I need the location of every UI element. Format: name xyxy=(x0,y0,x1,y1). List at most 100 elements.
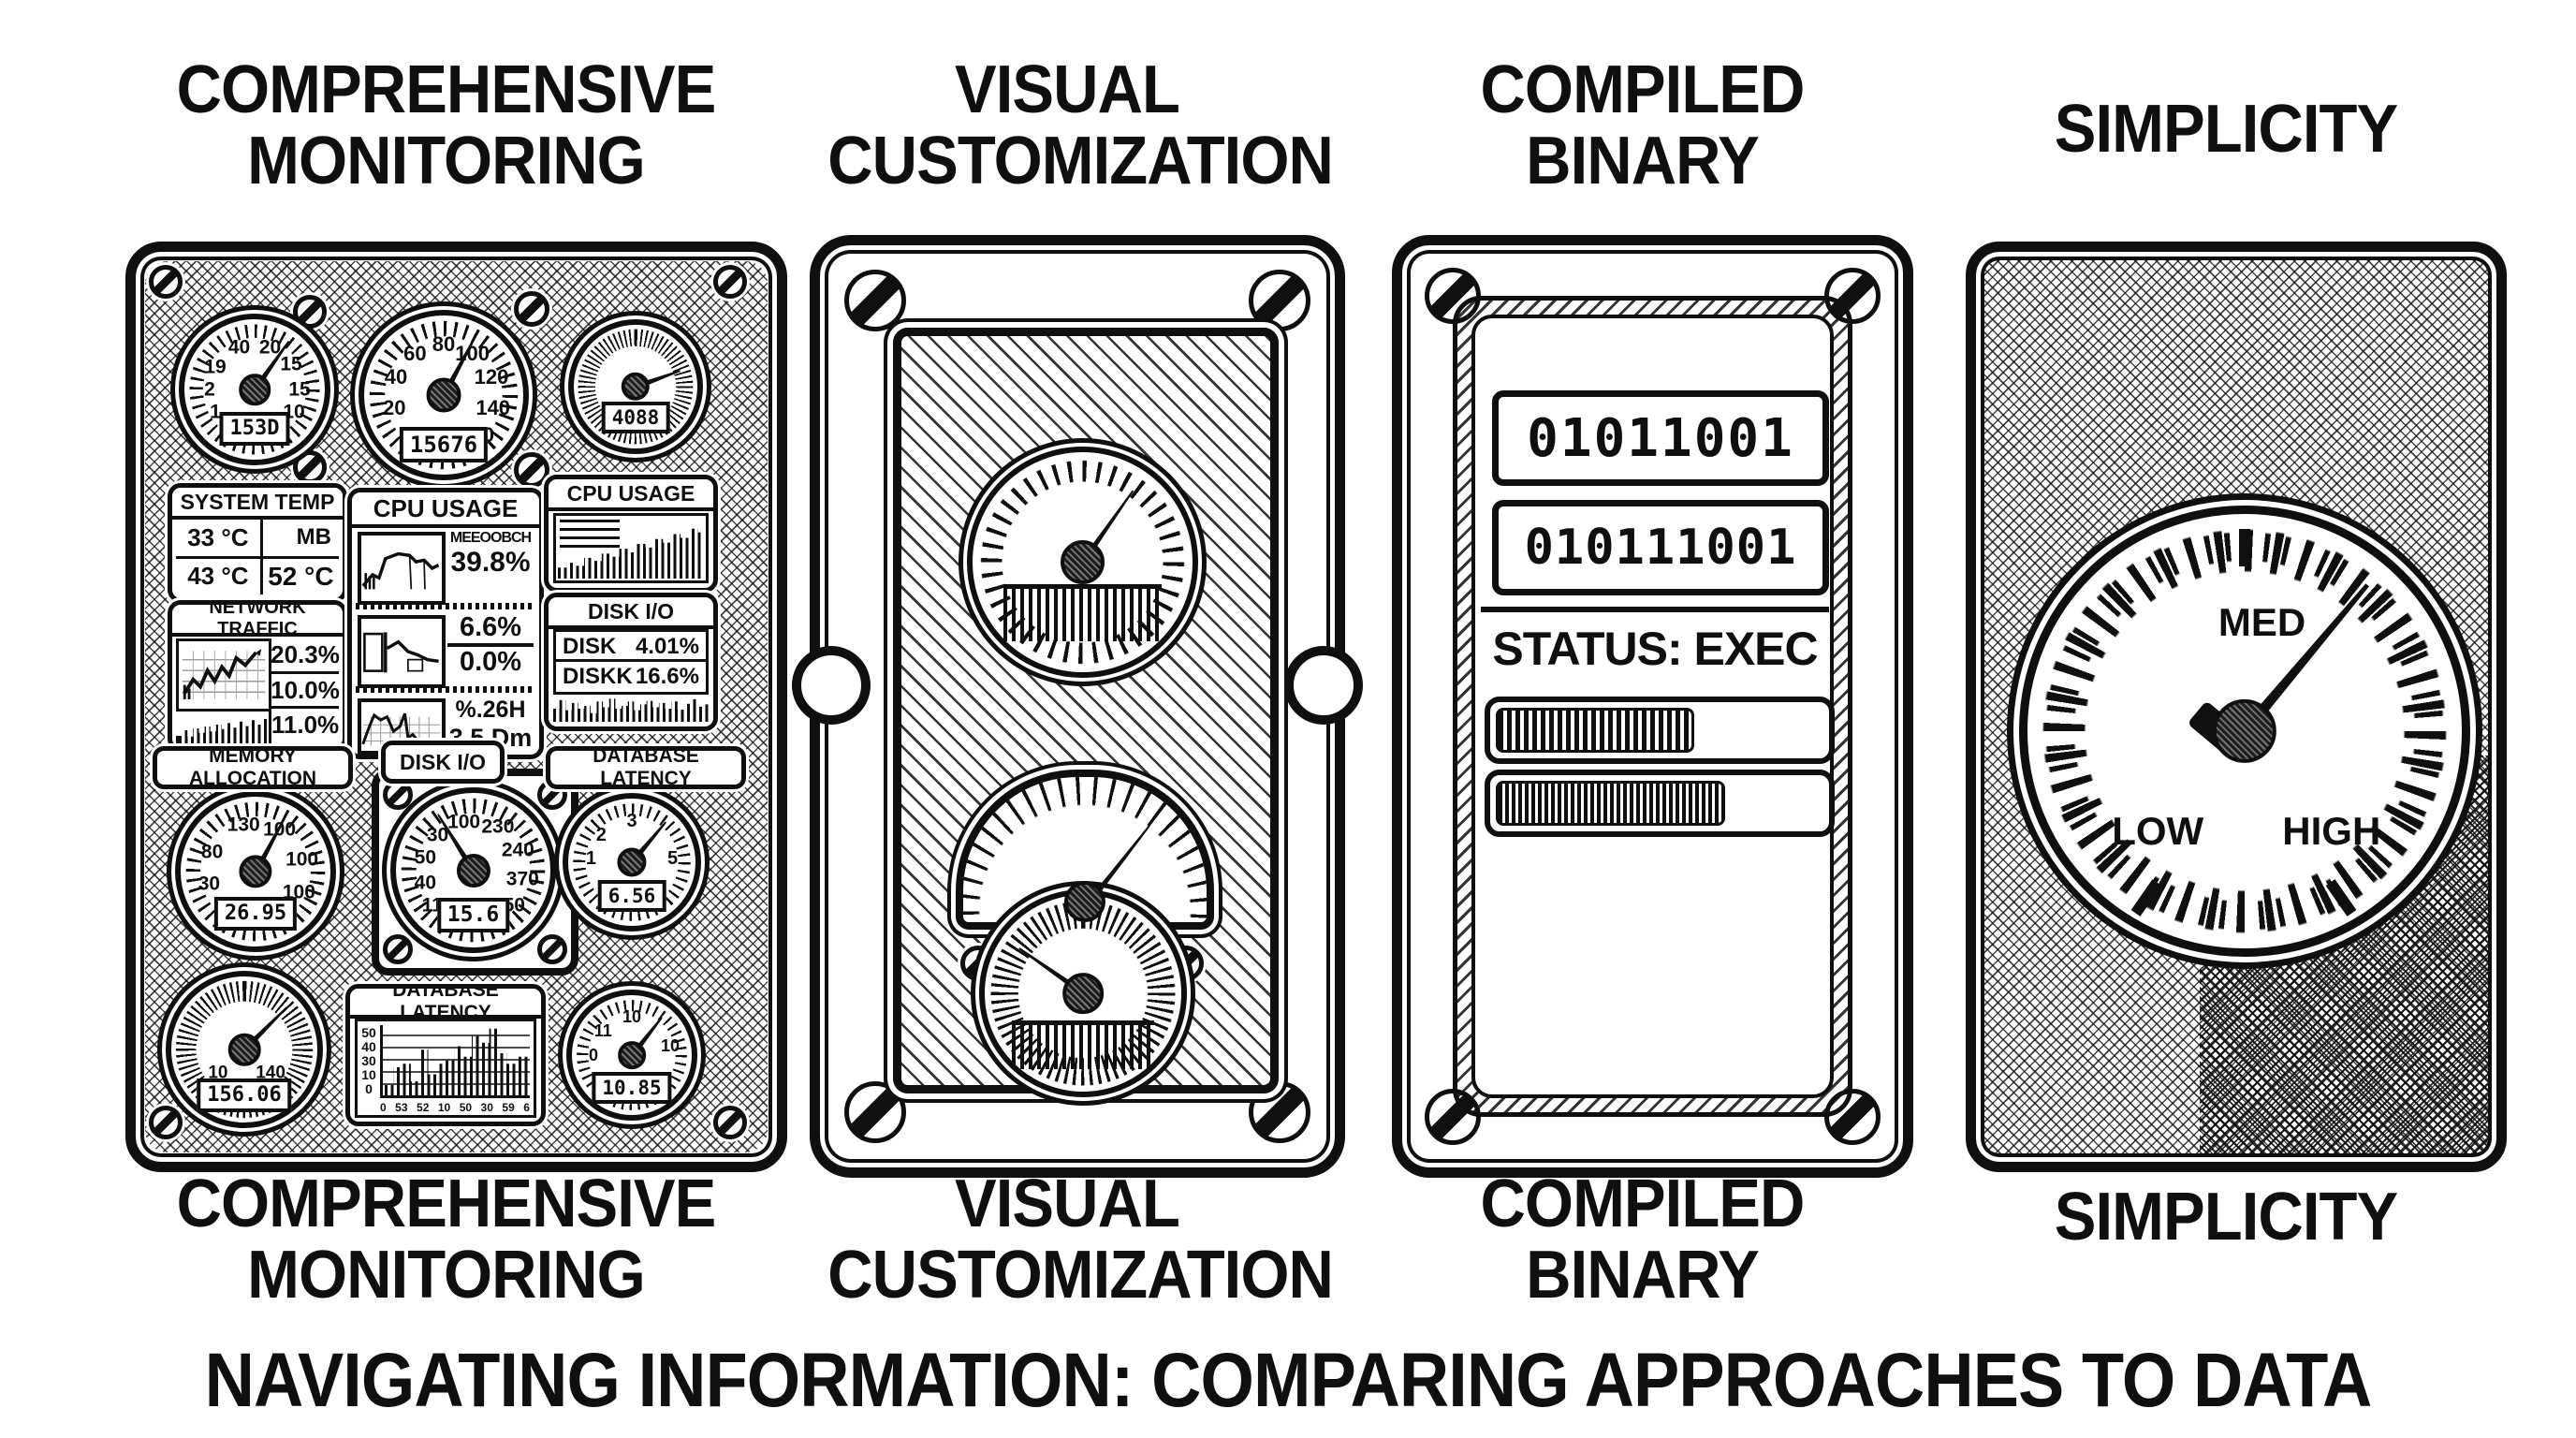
cpu-chart-thumbnail xyxy=(358,532,446,605)
screw-icon xyxy=(713,1106,747,1139)
gauge-tick-label: 130 xyxy=(227,814,260,836)
gauge-tick-label: 40 xyxy=(384,365,408,389)
disk-io-gauge-plate: 110 40 50 30 100 230 240 370 350 15.6 xyxy=(372,769,578,976)
y-axis-tick: 50 xyxy=(361,1025,376,1040)
gauge-tick-label: 50 xyxy=(414,846,437,869)
x-axis-tick: 30 xyxy=(480,1101,493,1114)
gauge-tick-label: 370 xyxy=(505,868,539,890)
gauge-hub xyxy=(2212,698,2277,764)
divider xyxy=(1481,607,1829,612)
screw-icon xyxy=(1249,270,1310,331)
disk-io-gauge: 110 40 50 30 100 230 240 370 350 15.6 xyxy=(390,787,556,953)
network-traffic-value: 20.3% xyxy=(271,638,340,674)
gauge-tick-label: 40 xyxy=(414,872,437,894)
gauge-tick-label: 100 xyxy=(285,848,319,871)
gauge-tick-label: 30 xyxy=(426,824,449,846)
screw-icon xyxy=(149,265,183,299)
x-axis-tick: 6 xyxy=(523,1101,530,1114)
gauge-tick-label: 80 xyxy=(200,841,224,863)
binary-register-1: 01011001 xyxy=(1492,390,1829,486)
disk-row-name: DISKK xyxy=(563,664,633,689)
gauge-label-high: HIGH xyxy=(2282,808,2381,853)
disk-row-value: 16.6% xyxy=(635,664,699,689)
x-axis-tick: 59 xyxy=(502,1101,515,1114)
gauge-tick-label: 100 xyxy=(447,811,481,833)
gauge-tick-label: 120 xyxy=(474,365,509,389)
gauge-tick-label: 10 xyxy=(208,1063,228,1083)
footer-label-comprehensive-monitoring: COMPREHENSIVE MONITORING xyxy=(176,1167,717,1313)
latency-bars xyxy=(385,1028,530,1095)
screw-icon xyxy=(149,1106,183,1139)
disk-io-gauge-label: DISK I/O xyxy=(381,741,505,784)
x-axis-tick: 10 xyxy=(437,1101,451,1114)
x-axis-tick: 53 xyxy=(395,1101,408,1114)
panel-simplicity: MED LOW HIGH xyxy=(1966,242,2507,1172)
gauge-tick-label: 140 xyxy=(476,395,511,419)
gauge-tick-label: 1 xyxy=(210,401,221,423)
cpu-usage-box: CPU USAGE MEEOOBCH 39.8% xyxy=(347,488,544,759)
y-axis-tick: 0 xyxy=(365,1081,373,1096)
network-traffic-value: 10.0% xyxy=(271,674,340,710)
footer-label-simplicity: SIMPLICITY xyxy=(2054,1180,2398,1255)
x-axis-tick: 50 xyxy=(459,1101,473,1114)
network-traffic-value: 11.0% xyxy=(271,711,340,740)
cpu-metric-value: 39.8% xyxy=(450,547,531,578)
gauge-hub xyxy=(239,855,272,888)
gauge-tick-label: 100 xyxy=(455,341,490,365)
screw-icon xyxy=(514,291,549,327)
gauge-readout: 4088 xyxy=(601,401,670,434)
system-temp-box: SYSTEM TEMP 33 °C MB 43 °C 52 °C xyxy=(168,483,347,603)
gauge-tick-label: 10 xyxy=(660,1035,680,1055)
gauge-hub xyxy=(618,1041,646,1069)
y-axis-tick: 30 xyxy=(361,1053,376,1068)
binary-register-2: 010111001 xyxy=(1492,500,1829,595)
system-temp-value: 33 °C xyxy=(176,520,260,556)
database-latency-label: DATABASE LATENCY xyxy=(546,745,746,789)
side-tab xyxy=(792,646,871,725)
gauge-label-med: MED xyxy=(2217,600,2306,644)
gauge-tick-label: 140 xyxy=(256,1063,285,1083)
screw-icon xyxy=(713,265,747,299)
gauge-tick-label: 0 xyxy=(589,1046,599,1064)
simplicity-gauge: MED LOW HIGH xyxy=(2019,506,2470,957)
gauge-hub xyxy=(617,847,647,877)
panel-visual-customization xyxy=(792,235,1363,1178)
gauge-readout: 6.56 xyxy=(597,880,666,913)
gauge-hub xyxy=(456,853,490,888)
ornate-meter-bottom xyxy=(979,889,1187,1097)
title-compiled-binary: COMPILED BINARY xyxy=(1480,52,1806,199)
x-axis-tick: 52 xyxy=(417,1101,430,1114)
gauge-hub xyxy=(227,1033,261,1066)
y-axis-tick: 40 xyxy=(361,1039,376,1054)
bottom-right-gauge: 11 10 0 10 0 10 10.85 xyxy=(566,990,697,1121)
cpu-usage-chart-label: CPU USAGE xyxy=(549,479,713,511)
gauge-readout: 26.95 xyxy=(213,897,298,931)
database-latency-gauge: 0 1 2 3 5 4 6.56 xyxy=(563,793,701,932)
screw-icon xyxy=(383,934,413,964)
divider xyxy=(356,603,535,609)
system-temp-value: MB xyxy=(262,520,339,556)
gauge-hub xyxy=(621,372,651,402)
meter-band xyxy=(1012,1020,1154,1069)
cpu-metric-name: MEEOOBCH xyxy=(449,530,532,546)
gauge-tick-label: 19 xyxy=(204,356,227,378)
network-traffic-line-chart xyxy=(176,638,271,712)
memory-allocation-gauge: 0 30 80 130 100 100 100 26.95 xyxy=(175,791,336,952)
ornate-meter-middle xyxy=(956,770,1214,930)
gauge-tick-label: 5 xyxy=(666,847,679,869)
progress-fill xyxy=(1496,708,1695,753)
gauge-top-3: 4088 xyxy=(568,319,703,454)
footer-label-compiled-binary: COMPILED BINARY xyxy=(1480,1167,1806,1313)
progress-bar xyxy=(1485,697,1835,764)
system-temp-label: SYSTEM TEMP xyxy=(172,488,343,520)
gauge-top-2: 0 20 40 60 80 100 120 140 160 15676 xyxy=(359,310,529,480)
memory-allocation-label: MEMORY ALLOCATION xyxy=(153,745,353,789)
cpu-usage-area-chart xyxy=(553,513,709,583)
gauge-tick-label: 240 xyxy=(501,839,534,861)
screw-icon xyxy=(293,295,327,329)
network-traffic-box: NETWORK TRAFFIC 20.3% 10.0% 11.0% xyxy=(168,600,347,752)
database-latency-chart-box: DATABASE LATENCY 50 40 30 10 0 0 53 52 1… xyxy=(345,984,546,1126)
meter-band xyxy=(1003,584,1163,642)
gauge-tick-label: 3 xyxy=(626,811,637,832)
